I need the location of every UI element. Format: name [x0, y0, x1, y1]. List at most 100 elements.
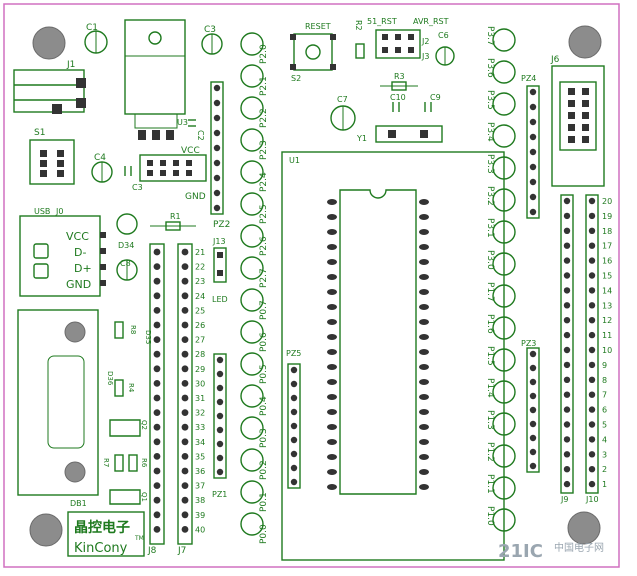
label-avr-rst: AVR_RST [413, 17, 449, 26]
j7-pin-number: 38 [195, 496, 205, 505]
diode-d34: D34 [116, 213, 138, 250]
label-pz3: PZ3 [521, 339, 536, 348]
pz5-pin [290, 464, 298, 472]
j9-pin [563, 212, 571, 220]
isp-pin [582, 112, 589, 119]
j8-pin [153, 453, 161, 460]
port-pin-label: P0.2 [259, 460, 269, 480]
j7-pin [181, 292, 189, 300]
j10-pin [588, 287, 596, 294]
j7-pin-number: 28 [195, 350, 205, 359]
capacitor-c7: C7 [330, 95, 356, 131]
port-pin-circle [240, 128, 264, 152]
pz1-pin [216, 468, 224, 476]
mcu-pin [327, 244, 337, 250]
j7-pin-number: 21 [195, 248, 205, 257]
label-c9: C9 [430, 93, 441, 102]
pz4-pin [529, 133, 537, 141]
j7-pin [181, 263, 189, 270]
j8-pin [153, 482, 161, 489]
port-pin-label: P2.7 [259, 268, 269, 288]
j9-pin [563, 451, 571, 458]
isp-pin [568, 88, 575, 95]
j10-pin [588, 227, 596, 234]
port-pin-circle [240, 224, 264, 248]
pz4-pin [529, 193, 537, 201]
port-pin-circle [492, 444, 516, 468]
j8-pin [153, 423, 161, 431]
pz3-pin [529, 378, 537, 386]
port-pin-circle [240, 96, 264, 120]
header-pz1 [213, 353, 227, 479]
j7-pin [181, 321, 189, 329]
j7-pin [181, 277, 189, 285]
port-pin-label: P1.5 [485, 346, 495, 366]
j8-pin [153, 307, 161, 314]
label-d34: D34 [118, 241, 134, 250]
port-pin-label: P2.6 [259, 236, 269, 256]
header-pz2 [210, 81, 224, 215]
watermark-logo: 21IC [498, 541, 543, 562]
label-u1: U1 [289, 156, 300, 165]
pz3-pin [529, 364, 537, 372]
j7-pin [181, 350, 189, 358]
j9-pin [563, 421, 571, 428]
label-j7: J7 [177, 546, 186, 556]
j7-pin [181, 307, 189, 314]
capacitor-c9: C9 [424, 93, 441, 112]
label-led: LED [212, 295, 228, 304]
j8-pin [153, 409, 161, 416]
pz5-pin [290, 478, 298, 486]
resistor-r1: R1 [150, 212, 196, 231]
pz5-pin [290, 450, 298, 458]
label-d36: D36 [106, 371, 114, 386]
mcu-pin [327, 214, 337, 220]
isp-header-j6: J6 [550, 55, 605, 187]
j10-pin [588, 257, 596, 264]
j7-pin [181, 526, 189, 533]
j9-pin [563, 436, 571, 443]
watermark: 21IC 中国电子网 [498, 541, 604, 562]
mcu-pin [327, 364, 337, 370]
mcu-pin [327, 304, 337, 310]
j9-pin [563, 391, 571, 398]
j7-pin-number: 39 [195, 511, 205, 520]
resistor-r6: R6 [128, 454, 148, 472]
watermark-cn: 中国电子网 [554, 541, 604, 554]
port-pin-circle [240, 288, 264, 312]
j7-pin [181, 423, 189, 431]
j9-pin [563, 466, 571, 473]
j7-pin [181, 409, 189, 416]
switch-s1: S1 [29, 128, 75, 185]
port-pin-label: P3.2 [485, 186, 495, 206]
right-port-pins: P3.7P3.6P3.5P3.4P3.3P3.2P3.1P3.0P1.7P1.6… [485, 26, 516, 532]
j10-pin [588, 480, 596, 488]
pz3-pin [529, 434, 537, 442]
mcu-socket-u1: U1 [281, 151, 505, 561]
mounting-hole-br [567, 511, 601, 545]
port-pin-circle [240, 384, 264, 408]
label-j2: J2 [421, 37, 429, 46]
port-pin-circle [492, 156, 516, 180]
mcu-pin [327, 319, 337, 325]
j9-pin [563, 257, 571, 264]
pz2-pin [213, 174, 221, 182]
mcu-pin [419, 349, 429, 355]
port-pin-circle [492, 316, 516, 340]
j7-pin-number: 30 [195, 379, 205, 388]
j9-pin [563, 272, 571, 279]
pz4-pin [529, 103, 537, 111]
j8-pin [153, 263, 161, 270]
label-r8: R8 [129, 325, 137, 334]
isp-pin [582, 100, 589, 107]
j7-pin-number: 40 [195, 525, 205, 534]
mcu-pin [419, 304, 429, 310]
jumper-j2-j3: 51_RST AVR_RST J2 J3 [367, 17, 449, 61]
j7-pin-number: 33 [195, 423, 205, 432]
label-vcc-top: VCC [181, 146, 200, 156]
brand-box: 晶控电子 KinCony TM [67, 511, 145, 557]
transistor-q2: Q2 [109, 419, 148, 437]
pz2-pin [213, 114, 221, 122]
label-pz1: PZ1 [212, 490, 227, 499]
label-r6: R6 [140, 458, 148, 468]
